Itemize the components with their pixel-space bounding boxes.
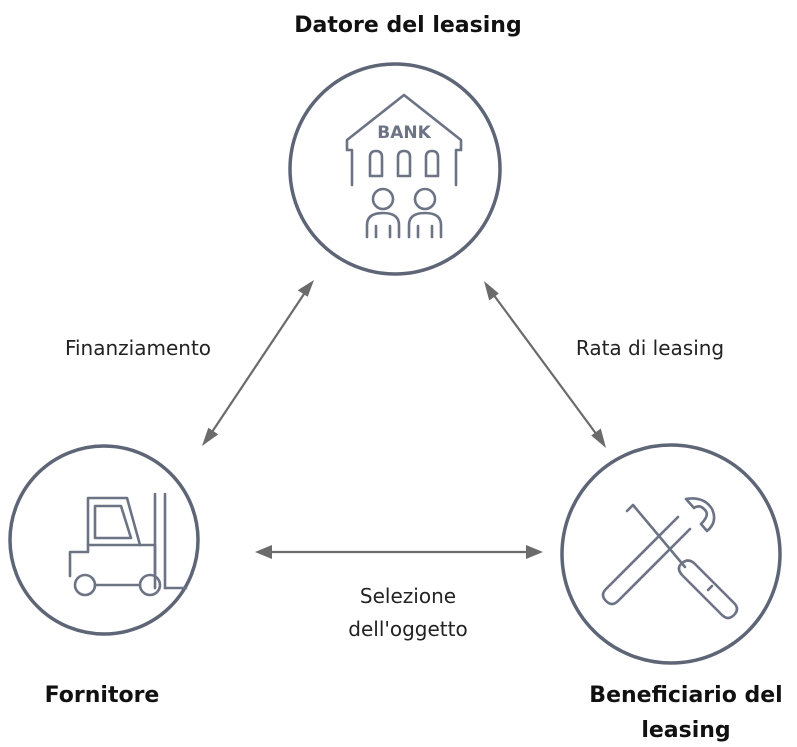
tools-icon	[601, 497, 739, 620]
forklift-icon	[68, 492, 188, 597]
financing-arrow	[202, 280, 314, 446]
arrowhead-left	[255, 545, 272, 559]
lessee-title-line1: Beneficiario del	[589, 683, 782, 708]
selection-arrow	[255, 545, 543, 559]
arrowhead-down	[202, 427, 219, 446]
lessee-node	[560, 443, 782, 665]
arrowhead-up	[484, 281, 499, 301]
installment-label: Rata di leasing	[576, 336, 724, 360]
bank-icon-text: BANK	[377, 123, 431, 143]
lessor-node: BANK	[288, 62, 502, 276]
financing-label: Finanziamento	[65, 336, 211, 360]
arrowhead-down	[591, 428, 606, 448]
lessee-circle	[560, 443, 782, 665]
arrowhead-up	[297, 280, 314, 297]
bank-icon: BANK	[345, 93, 463, 239]
supplier-title: Fornitore	[45, 683, 160, 708]
supplier-node	[8, 444, 200, 636]
lessor-circle	[288, 62, 502, 276]
lessee-title-line2: leasing	[641, 718, 730, 743]
selection-label-line2: dell'oggetto	[348, 617, 467, 641]
selection-label-line1: Selezione	[360, 584, 456, 608]
lessor-title: Datore del leasing	[294, 13, 521, 38]
arrowhead-right	[526, 545, 543, 559]
installment-arrow	[484, 281, 606, 448]
supplier-circle	[8, 444, 200, 636]
